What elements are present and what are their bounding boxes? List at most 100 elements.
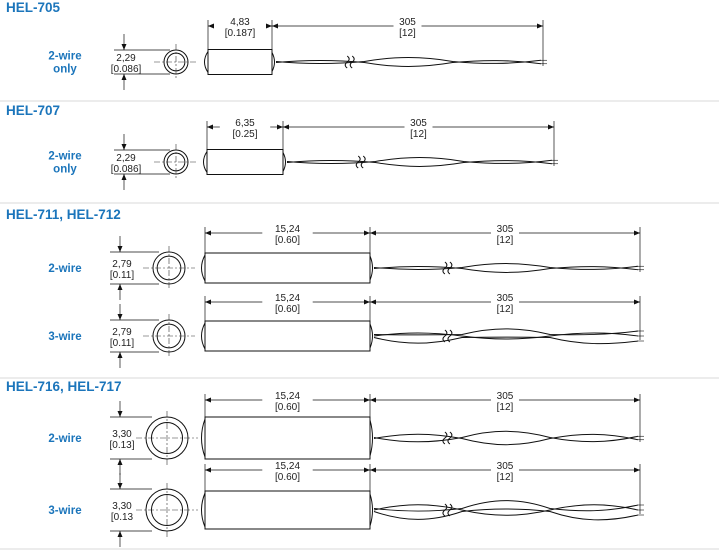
break-symbol xyxy=(447,503,453,517)
sensor-cap xyxy=(369,493,373,527)
arrowhead xyxy=(117,531,123,537)
arrowhead xyxy=(266,23,272,29)
diameter-in: [0.086] xyxy=(111,64,142,75)
variant-label: only xyxy=(53,64,77,76)
sensor-body xyxy=(204,252,371,284)
arrowhead xyxy=(117,246,123,252)
arrowhead xyxy=(364,397,370,403)
break-symbol xyxy=(349,55,355,69)
break-symbol xyxy=(442,503,448,517)
arrowhead xyxy=(117,459,123,465)
arrowhead xyxy=(634,230,640,236)
body-length-dimension-mm: 15,24 xyxy=(275,461,300,472)
lead-wires xyxy=(373,328,644,345)
break-symbol xyxy=(360,155,366,169)
section-title: HEL-716, HEL-717 xyxy=(6,379,122,394)
diameter-mm: 3,30 xyxy=(112,429,132,440)
diameter-mm: 2,79 xyxy=(112,327,132,338)
body-length-dimension-mm: 15,24 xyxy=(275,224,300,235)
sensor-cap xyxy=(369,255,373,281)
arrowhead xyxy=(634,467,640,473)
lead-wire xyxy=(373,263,639,271)
arrowhead xyxy=(205,467,211,473)
diameter-mm: 3,30 xyxy=(112,501,132,512)
lead-wire xyxy=(275,59,542,67)
body-length-dimension-mm: 6,35 xyxy=(235,118,255,129)
arrowhead xyxy=(548,124,554,130)
sensor-tip xyxy=(204,51,209,73)
arrowhead xyxy=(634,397,640,403)
arrowhead xyxy=(370,467,376,473)
break-symbol xyxy=(442,329,448,343)
lead-wires xyxy=(286,155,558,169)
lead-wires xyxy=(373,430,644,446)
arrowhead xyxy=(370,230,376,236)
variant-label: 2-wire xyxy=(48,151,81,163)
body-length-dimension-in: [0.25] xyxy=(232,129,257,140)
arrowhead xyxy=(537,23,543,29)
arrowhead xyxy=(272,23,278,29)
lead-wires xyxy=(275,55,547,69)
section-title: HEL-711, HEL-712 xyxy=(6,207,121,222)
arrowhead xyxy=(117,284,123,290)
arrowhead xyxy=(117,483,123,489)
lead-wire xyxy=(373,500,639,512)
arrowhead xyxy=(277,124,283,130)
arrowhead xyxy=(205,230,211,236)
sensor-body xyxy=(207,49,273,75)
lead-length-in: [12] xyxy=(399,28,416,39)
variant-label: only xyxy=(53,164,77,176)
diameter-mm: 2,79 xyxy=(112,259,132,270)
sensor-body xyxy=(206,149,284,175)
arrowhead xyxy=(117,411,123,417)
lead-wire xyxy=(373,332,639,340)
arrowhead xyxy=(364,230,370,236)
arrowhead xyxy=(121,74,127,80)
lead-length-in: [12] xyxy=(497,402,514,413)
sensor-tip xyxy=(201,322,206,350)
variant-label: 2-wire xyxy=(48,263,81,275)
sensor-tip xyxy=(201,418,206,458)
break-symbol xyxy=(355,155,361,169)
break-symbol xyxy=(442,261,448,275)
lead-wires xyxy=(373,500,644,521)
section-hel-707: HEL-7072-wireonly2,29[0.086]6,35[0.25]30… xyxy=(0,103,719,204)
lead-length-in: [12] xyxy=(497,472,514,483)
body-length-dimension-in: [0.60] xyxy=(275,304,300,315)
body-length-dimension-mm: 4,83 xyxy=(230,17,250,28)
sensor-body xyxy=(204,490,371,530)
diameter-mm: 2,29 xyxy=(116,153,136,164)
arrowhead xyxy=(121,44,127,50)
lead-length-mm: 305 xyxy=(497,224,514,235)
sensor-body xyxy=(204,416,371,460)
sensor-tip xyxy=(203,151,208,173)
body-length-dimension-in: [0.60] xyxy=(275,402,300,413)
lead-length-mm: 305 xyxy=(497,293,514,304)
variant-label: 3-wire xyxy=(48,331,81,343)
lead-wire xyxy=(373,430,639,443)
body-length-dimension-mm: 15,24 xyxy=(275,391,300,402)
arrowhead xyxy=(117,352,123,358)
lead-wire xyxy=(373,504,639,516)
variant-label: 2-wire xyxy=(48,51,81,63)
arrowhead xyxy=(370,397,376,403)
lead-wire xyxy=(286,159,553,167)
body-length-dimension-in: [0.187] xyxy=(225,28,256,39)
diameter-in: [0.13] xyxy=(109,440,134,451)
lead-wire xyxy=(373,265,639,273)
arrowhead xyxy=(121,174,127,180)
arrowhead xyxy=(634,299,640,305)
sensor-cap xyxy=(369,419,373,457)
arrowhead xyxy=(370,299,376,305)
lead-length-in: [12] xyxy=(410,129,427,140)
lead-length-in: [12] xyxy=(497,304,514,315)
lead-length-in: [12] xyxy=(497,235,514,246)
lead-wire xyxy=(373,328,639,336)
arrowhead xyxy=(121,144,127,150)
